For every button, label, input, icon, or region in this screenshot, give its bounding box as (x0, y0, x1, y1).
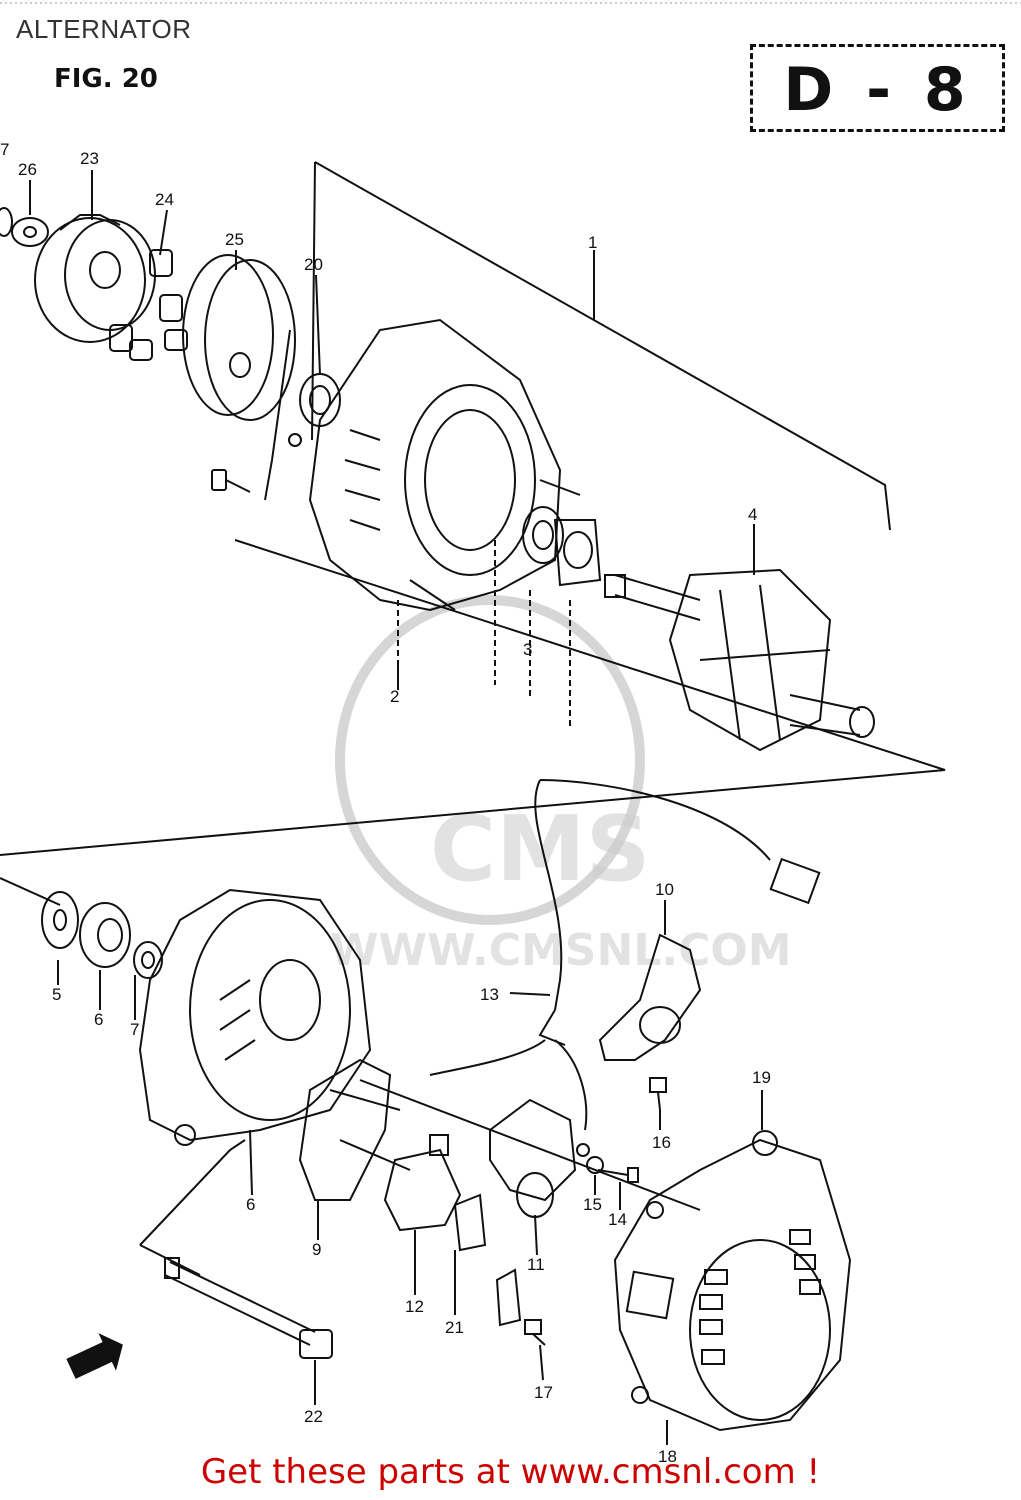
part-3-bearing (522, 506, 602, 587)
callout-25: 24 (155, 190, 174, 209)
bracket-line-2 (0, 539, 946, 856)
part-22-bolt (164, 1257, 333, 1359)
watermark-logo-text: CMS (430, 797, 650, 902)
part-19-nut (752, 1130, 778, 1156)
part-13-lead-wire (429, 779, 821, 1131)
callout-2: 2 (390, 687, 399, 706)
callout-3: 3 (523, 640, 532, 659)
callout-17: 17 (534, 1383, 553, 1402)
page-title: ALTERNATOR (16, 14, 192, 44)
part-17-screw (495, 1268, 546, 1346)
callout-14: 14 (608, 1210, 627, 1229)
callout-22: 22 (304, 1407, 323, 1426)
callout-19: 19 (752, 1068, 771, 1087)
callout-labels: 1 2 3 4 5 6 6 7 7 9 10 11 12 13 14 15 16… (0, 140, 771, 1466)
callout-16: 16 (652, 1133, 671, 1152)
callout-6a: 6 (94, 1010, 103, 1029)
callout-24: 25 (225, 230, 244, 249)
part-15-washer (576, 1143, 604, 1174)
section-code-box: D - 8 (750, 44, 1005, 132)
part-7-spacer (133, 941, 163, 979)
callout-20: 20 (304, 255, 323, 274)
bracket-line-3 (0, 877, 61, 906)
part-26-washer (11, 217, 49, 247)
part-23-pulley (34, 214, 156, 343)
section-code: D - 8 (783, 55, 972, 125)
part-20-bearing (264, 329, 341, 501)
rear-housing (138, 888, 372, 1146)
bracket-line-1 (314, 161, 891, 531)
part-12-brush-holder (383, 1134, 462, 1232)
bolt-housing-top (211, 469, 251, 493)
bracket-line-1b (311, 161, 316, 441)
callout-21: 21 (445, 1318, 464, 1337)
part-4-rotor (604, 568, 875, 752)
figure-label: FIG. 20 (54, 64, 158, 94)
footer-link-text[interactable]: Get these parts at www.cmsnl.com ! (200, 1452, 821, 1492)
part-21-insulator (453, 1193, 487, 1252)
watermark-logo: CMS WWW.CMSNL.COM (330, 595, 792, 976)
part-5-washer (41, 891, 79, 949)
callout-7b: 7 (0, 140, 9, 159)
part-27-nut (0, 207, 13, 237)
fwd-arrow (66, 1333, 123, 1379)
callout-13: 13 (480, 985, 499, 1004)
part-14-screw (597, 1167, 639, 1183)
part-16-screw (649, 1077, 667, 1111)
part-11-rectifier (489, 1098, 577, 1218)
part-9-regulator (298, 1058, 411, 1201)
part-6-bearing (79, 902, 131, 968)
callout-12: 12 (405, 1297, 424, 1316)
callout-9: 9 (312, 1240, 321, 1259)
part-10-bracket (598, 933, 702, 1061)
callout-6b: 6 (246, 1195, 255, 1214)
part-24-cover (182, 254, 296, 421)
callout-1: 1 (588, 233, 597, 252)
callout-7a: 7 (130, 1020, 139, 1039)
callout-10: 10 (655, 880, 674, 899)
callout-23: 23 (80, 149, 99, 168)
callout-26: 26 (18, 160, 37, 179)
part-2-housing (308, 318, 581, 612)
callout-4: 4 (748, 505, 757, 524)
callout-5: 5 (52, 985, 61, 1004)
callout-11: 11 (527, 1255, 545, 1274)
part-18-cover (613, 1138, 852, 1432)
callout-15: 15 (583, 1195, 602, 1214)
callout-18: 18 (658, 1447, 677, 1466)
